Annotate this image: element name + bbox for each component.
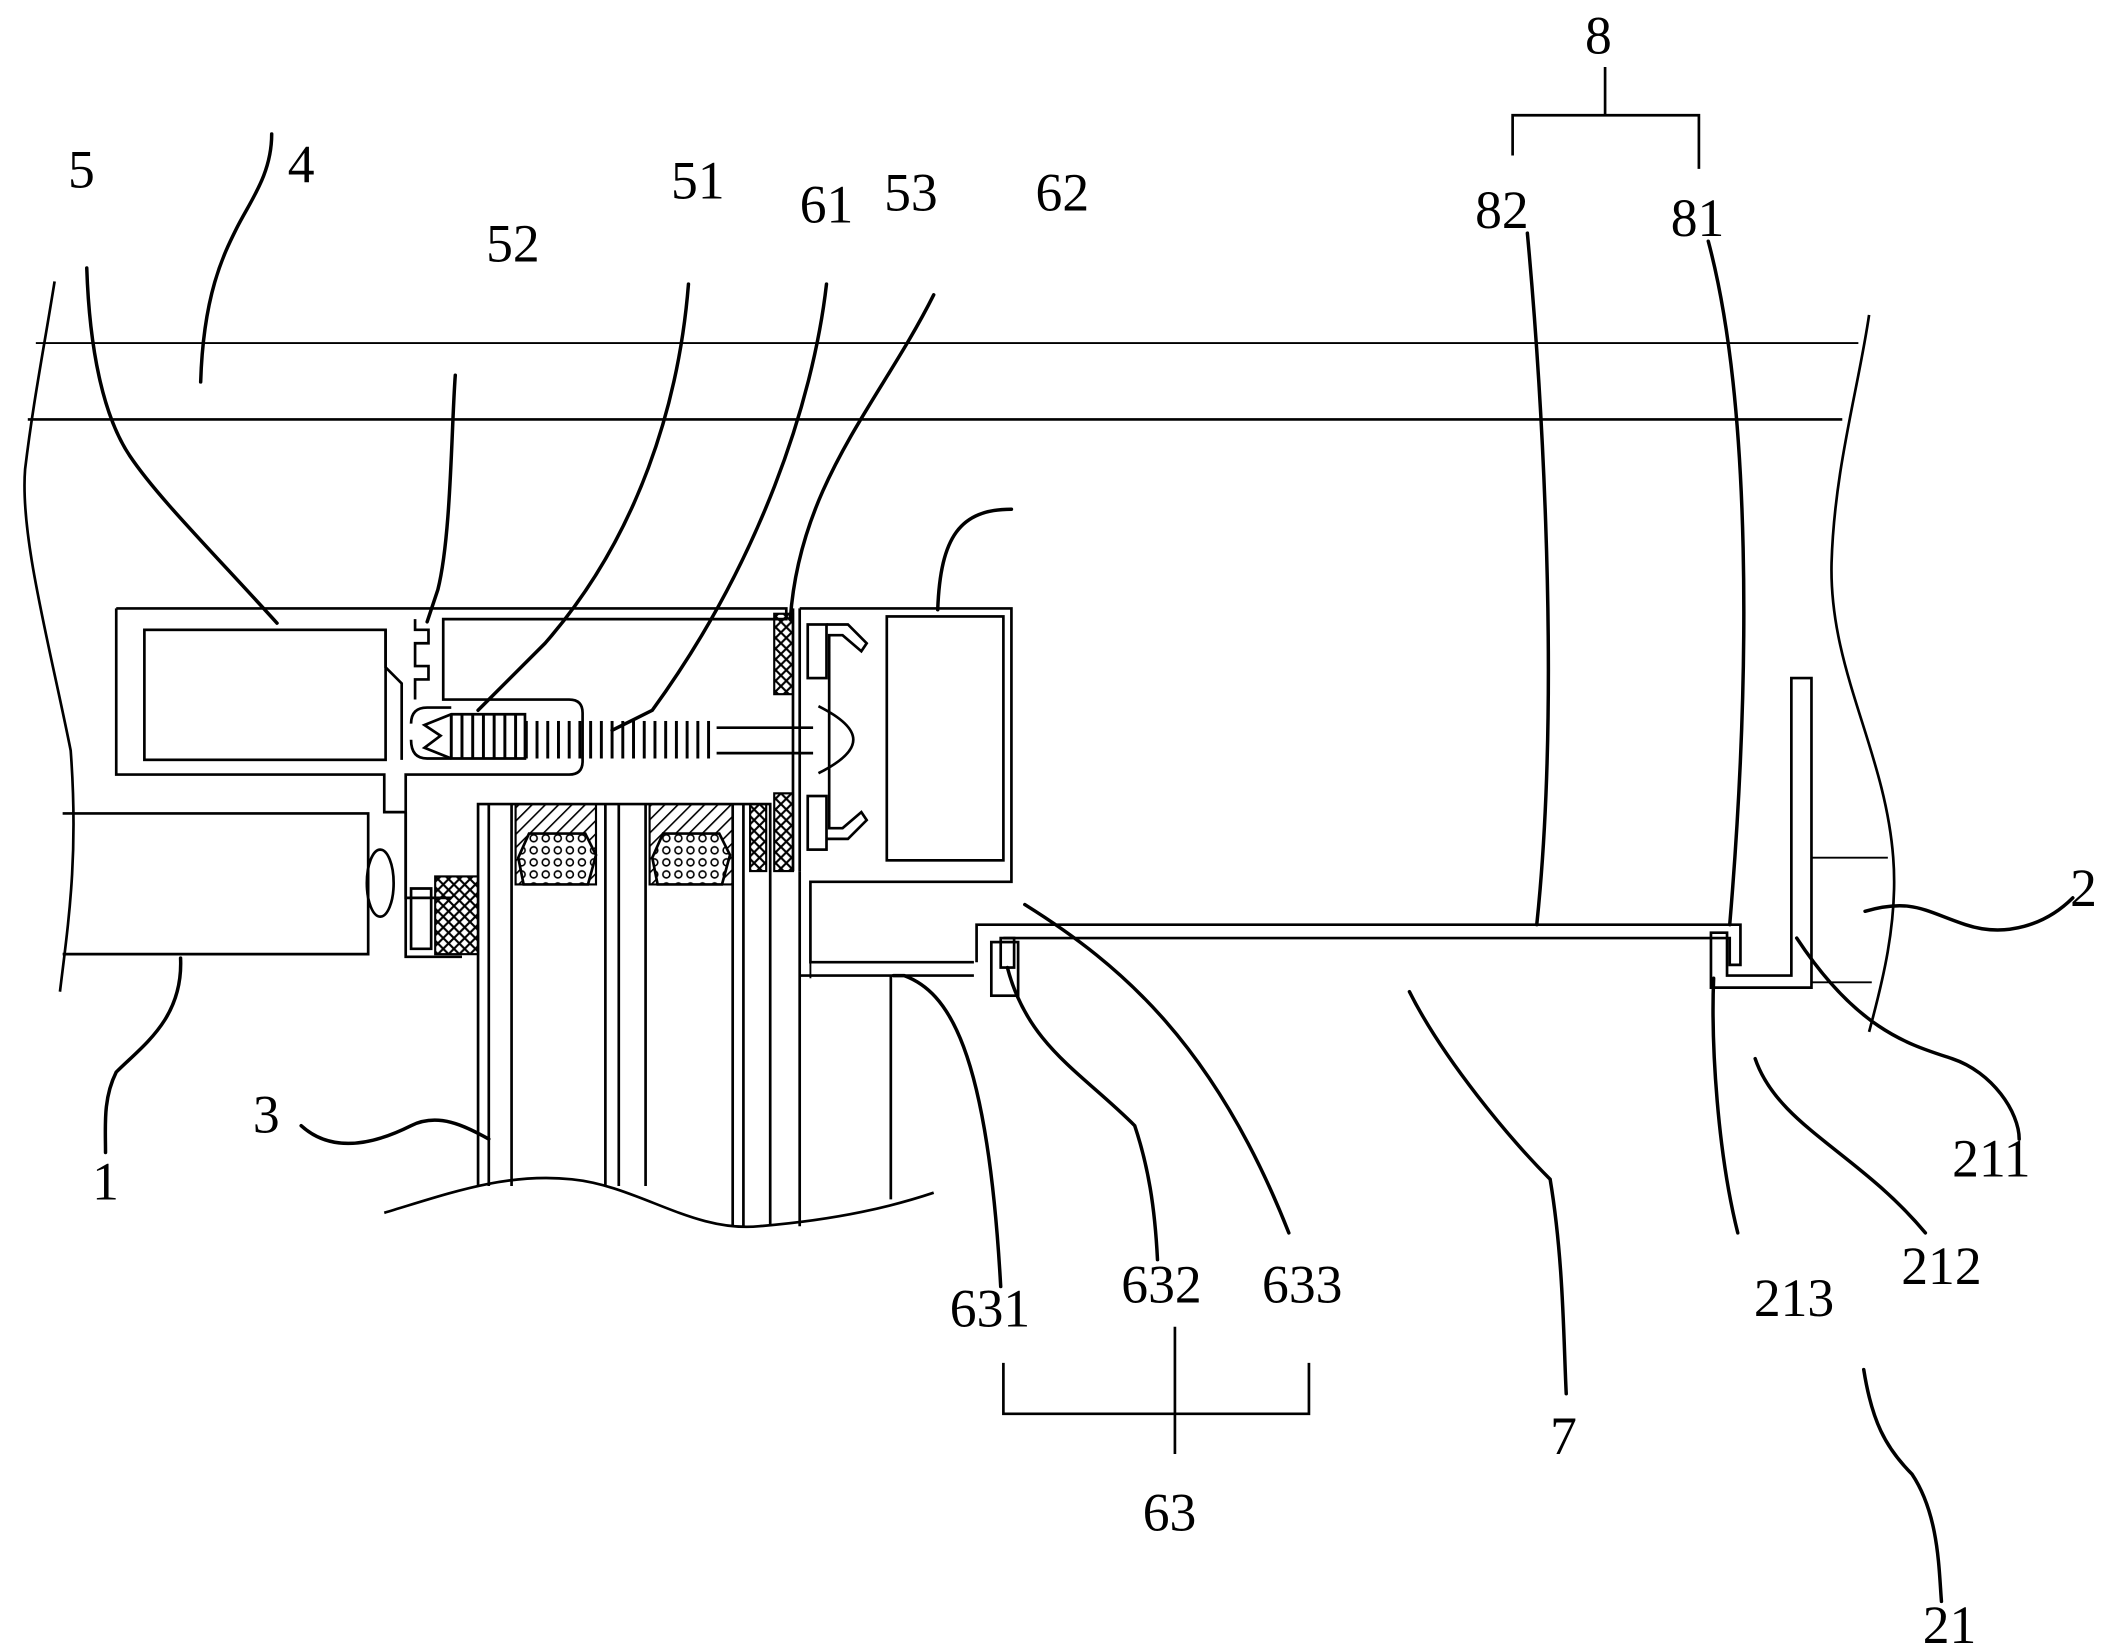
label-82: 82 (1475, 180, 1529, 240)
label-213: 213 (1754, 1268, 1834, 1328)
label-3: 3 (253, 1084, 280, 1144)
lower-seal (409, 875, 480, 956)
label-633: 633 (1262, 1255, 1342, 1315)
label-4: 4 (288, 134, 315, 194)
leader-lines (85, 132, 2075, 1604)
label-81: 81 (1671, 188, 1725, 248)
label-21: 21 (1923, 1595, 1977, 1651)
label-63: 63 (1143, 1482, 1197, 1542)
element-53-connector (773, 608, 869, 873)
label-5: 5 (68, 140, 95, 200)
label-52: 52 (486, 213, 540, 273)
label-631: 631 (950, 1279, 1030, 1339)
element-62-profile (798, 607, 1013, 1227)
label-61: 61 (800, 174, 854, 234)
element-82-plate (975, 923, 1742, 998)
element-3-glass (383, 802, 935, 1229)
label-2: 2 (2070, 858, 2097, 918)
group-bracket-63 (1002, 1326, 1311, 1455)
group-bracket-8 (1511, 67, 1701, 169)
label-51: 51 (671, 150, 725, 210)
element-21-bracket (1709, 676, 1888, 989)
label-53: 53 (884, 162, 938, 222)
label-212: 212 (1901, 1236, 1981, 1296)
element-1 (62, 812, 395, 956)
label-8: 8 (1585, 6, 1612, 66)
reference-labels: 5 4 52 51 61 53 62 8 82 81 2 211 212 213… (68, 6, 2097, 1651)
label-632: 632 (1121, 1255, 1201, 1315)
label-7: 7 (1550, 1406, 1577, 1466)
label-211: 211 (1952, 1129, 2030, 1189)
element-5-profile (114, 607, 788, 959)
label-62: 62 (1036, 162, 1090, 222)
label-1: 1 (92, 1151, 119, 1211)
screw-61 (421, 705, 855, 775)
break-lines (23, 281, 1896, 1033)
element-4-band (27, 342, 1859, 421)
